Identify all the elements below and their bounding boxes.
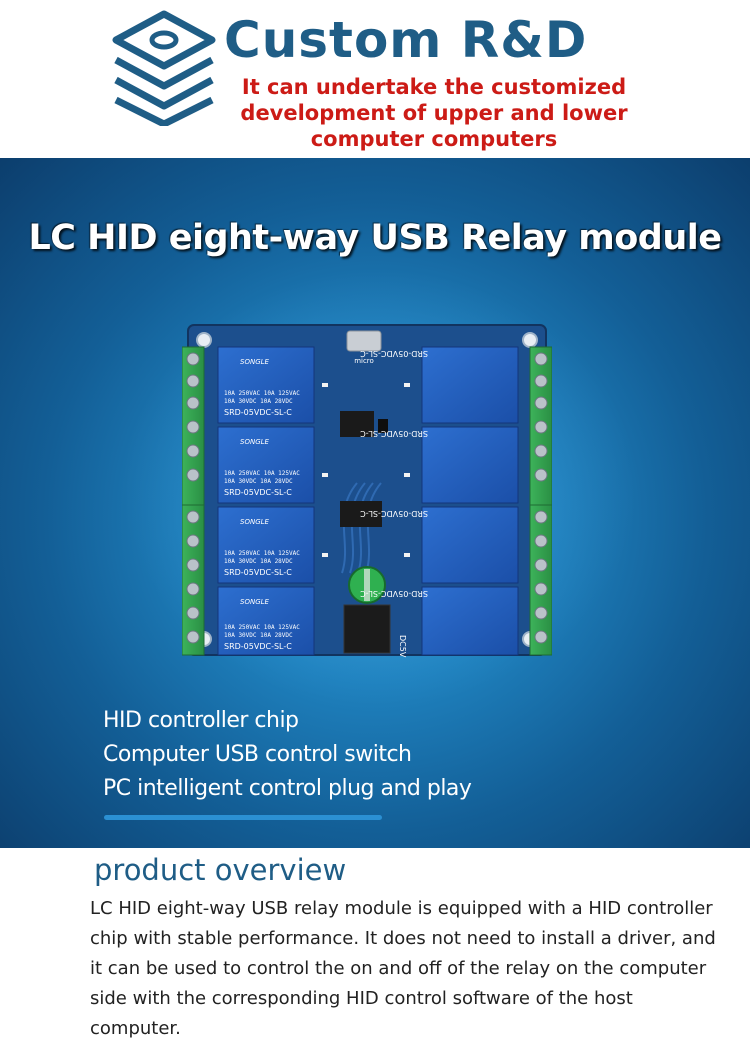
relay-right-4: SRD-05VDC-SL-C [360, 586, 519, 656]
svg-text:SONGLE: SONGLE [240, 358, 270, 366]
overview-text: LC HID eight-way USB relay module is equ… [90, 898, 716, 1039]
svg-text:SONGLE: SONGLE [240, 518, 270, 526]
svg-text:10A 250VAC 10A 125VAC: 10A 250VAC 10A 125VAC [224, 470, 300, 477]
brand-title: Custom R&D [224, 11, 588, 69]
header: Custom R&D It can undertake the customiz… [0, 0, 750, 158]
svg-text:10A 250VAC 10A 125VAC: 10A 250VAC 10A 125VAC [224, 624, 300, 631]
relay-board-image: micro DC5V [182, 324, 552, 658]
svg-text:10A 30VDC 10A 28VDC: 10A 30VDC 10A 28VDC [224, 478, 293, 485]
usb-label: micro [354, 357, 374, 365]
svg-text:10A 30VDC 10A 28VDC: 10A 30VDC 10A 28VDC [224, 558, 293, 565]
feature-list: HID controller chip Computer USB control… [103, 704, 472, 806]
product-banner: LC HID eight-way USB Relay module [0, 158, 750, 848]
svg-text:SONGLE: SONGLE [240, 438, 270, 446]
svg-text:SRD-05VDC-SL-C: SRD-05VDC-SL-C [224, 408, 292, 417]
svg-text:SRD-05VDC-SL-C: SRD-05VDC-SL-C [360, 429, 428, 438]
svg-text:SRD-05VDC-SL-C: SRD-05VDC-SL-C [360, 589, 428, 598]
relay-left-1: SONGLE 10A 250VAC 10A 125VAC 10A 30VDC 1… [217, 346, 315, 424]
feature-item: Computer USB control switch [103, 742, 412, 767]
layered-stack-logo-icon [112, 10, 216, 126]
feature-item: HID controller chip [103, 708, 299, 733]
brand-tagline: It can undertake the customized developm… [240, 75, 628, 151]
feature-underline [104, 815, 382, 820]
relay-right-3: SRD-05VDC-SL-C [360, 506, 519, 584]
overview-title: product overview [94, 853, 347, 887]
svg-text:10A 30VDC 10A 28VDC: 10A 30VDC 10A 28VDC [224, 398, 293, 405]
banner-title: LC HID eight-way USB Relay module [28, 218, 722, 258]
svg-text:SONGLE: SONGLE [240, 598, 270, 606]
relay-left-3: SONGLE 10A 250VAC 10A 125VAC 10A 30VDC 1… [217, 506, 315, 584]
svg-text:10A 250VAC 10A 125VAC: 10A 250VAC 10A 125VAC [224, 550, 300, 557]
relay-right-1: SRD-05VDC-SL-C [360, 346, 519, 424]
svg-text:SRD-05VDC-SL-C: SRD-05VDC-SL-C [224, 568, 292, 577]
svg-text:SRD-05VDC-SL-C: SRD-05VDC-SL-C [224, 642, 292, 651]
svg-text:10A 30VDC 10A 28VDC: 10A 30VDC 10A 28VDC [224, 632, 293, 639]
relay-left-2: SONGLE 10A 250VAC 10A 125VAC 10A 30VDC 1… [217, 426, 315, 504]
feature-item: PC intelligent control plug and play [103, 776, 472, 801]
svg-text:SRD-05VDC-SL-C: SRD-05VDC-SL-C [360, 509, 428, 518]
relay-left-4: SONGLE 10A 250VAC 10A 125VAC 10A 30VDC 1… [217, 586, 315, 656]
power-label: DC5V [398, 635, 407, 658]
svg-text:10A 250VAC 10A 125VAC: 10A 250VAC 10A 125VAC [224, 390, 300, 397]
svg-text:SRD-05VDC-SL-C: SRD-05VDC-SL-C [224, 488, 292, 497]
svg-text:SRD-05VDC-SL-C: SRD-05VDC-SL-C [360, 349, 428, 358]
relay-right-2: SRD-05VDC-SL-C [360, 426, 519, 504]
